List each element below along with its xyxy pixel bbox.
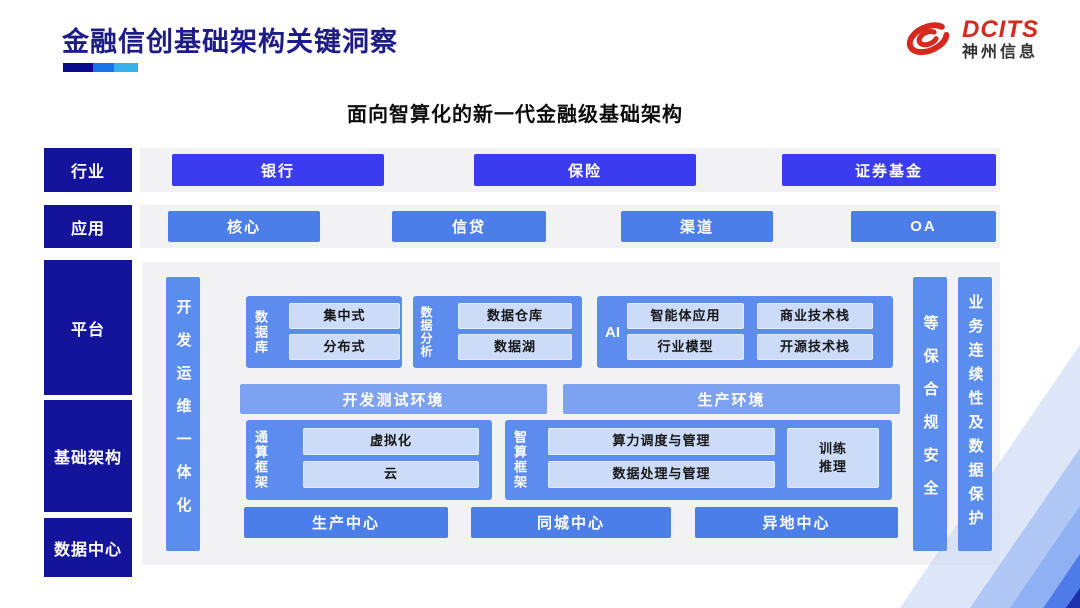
intelligent-compute-item-training-inference: 训练 推理 [787,428,879,488]
ai-group-label: AI [605,323,620,341]
application-item-channel: 渠道 [621,211,773,242]
dcits-swirl-icon [906,22,950,55]
title-underline [63,63,138,72]
center-same-city: 同城中心 [471,507,671,538]
analytics-group-label: 数据分析 [419,306,433,358]
center-remote: 异地中心 [695,507,898,538]
devops-pillar: 开发运维一体化 [166,277,200,551]
general-compute-group: 通算框架 虚拟化 云 [246,420,492,500]
ai-item-opensource-stack: 开源技术栈 [757,334,873,360]
intelligent-compute-item-dataprocessing: 数据处理与管理 [548,461,775,488]
general-compute-item-virtualization: 虚拟化 [303,428,479,455]
logo-company: 神州信息 [962,43,1039,61]
business-continuity-pillar: 业务连续性及数据保护 [958,277,992,551]
intelligent-compute-group: 智算框架 算力调度与管理 数据处理与管理 训练 推理 [505,420,892,500]
ai-item-industry-model: 行业模型 [627,334,744,360]
rail-industry: 行业 [44,148,132,192]
database-group: 数据库 集中式 分布式 [246,296,402,368]
analytics-item-lake: 数据湖 [458,334,572,360]
diagram-title: 面向智算化的新一代金融级基础架构 [347,104,683,126]
page-title: 金融信创基础架构关键洞察 [62,27,398,57]
rail-datacenter: 数据中心 [44,518,132,577]
industry-item-securities: 证券基金 [782,154,996,186]
analytics-item-warehouse: 数据仓库 [458,303,572,329]
center-production: 生产中心 [244,507,448,538]
general-compute-label: 通算框架 [253,430,268,490]
ai-item-agent-app: 智能体应用 [627,303,744,329]
dcits-logo: DCITS 神州信息 [900,16,1039,62]
underline-segment-dark [63,63,93,72]
underline-segment-cyan [114,63,138,72]
dev-test-environment-bar: 开发测试环境 [240,384,547,414]
intelligent-compute-label: 智算框架 [512,430,527,490]
intelligent-compute-item-scheduling: 算力调度与管理 [548,428,775,455]
platform-panel: 开发运维一体化 数据库 集中式 分布式 数据分析 数据仓库 数据湖 AI 智能体… [142,262,1000,565]
analytics-group: 数据分析 数据仓库 数据湖 [413,296,582,368]
logo-brand: DCITS [962,15,1039,43]
industry-item-insurance: 保险 [474,154,696,186]
database-group-label: 数据库 [253,309,268,355]
ai-item-commercial-stack: 商业技术栈 [757,303,873,329]
ai-group: AI 智能体应用 商业技术栈 行业模型 开源技术栈 [597,296,893,368]
production-environment-bar: 生产环境 [563,384,900,414]
database-item-centralized: 集中式 [289,303,400,329]
database-item-distributed: 分布式 [289,334,400,360]
industry-item-bank: 银行 [172,154,384,186]
rail-platform: 平台 [44,260,132,395]
application-item-oa: OA [851,211,996,242]
logo-text: DCITS 神州信息 [962,15,1039,61]
rail-application: 应用 [44,205,132,248]
rail-infrastructure: 基础架构 [44,400,132,512]
general-compute-item-cloud: 云 [303,461,479,488]
underline-segment-blue [93,63,114,72]
application-item-credit: 信贷 [392,211,546,242]
application-item-core: 核心 [168,211,320,242]
security-compliance-pillar: 等保合规安全 [913,277,947,551]
